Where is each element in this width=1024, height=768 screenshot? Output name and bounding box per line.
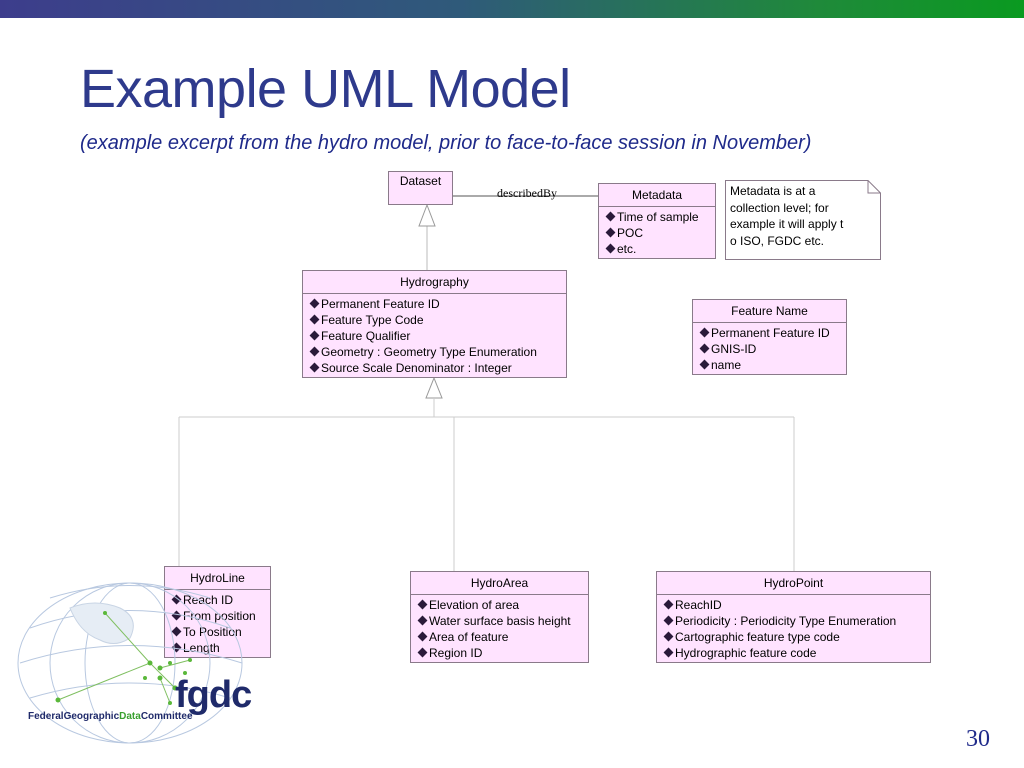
class-hydrography-name: Hydrography xyxy=(303,271,566,294)
class-attribute: POC xyxy=(605,225,715,241)
class-dataset: Dataset xyxy=(388,171,453,205)
attribute-diamond-icon xyxy=(417,615,428,626)
class-attribute: To Position xyxy=(171,624,270,640)
attribute-diamond-icon xyxy=(605,227,616,238)
attribute-diamond-icon xyxy=(417,599,428,610)
class-attribute: Area of feature xyxy=(417,629,588,645)
class-attribute: Geometry : Geometry Type Enumeration xyxy=(309,344,566,360)
class-hydroarea-name: HydroArea xyxy=(411,572,588,595)
class-feature-name: Feature Name Permanent Feature ID GNIS-I… xyxy=(692,299,847,375)
attribute-diamond-icon xyxy=(417,631,428,642)
generalization-arrowhead-dataset xyxy=(418,203,436,227)
attribute-diamond-icon xyxy=(309,362,320,373)
attribute-diamond-icon xyxy=(309,314,320,325)
attribute-diamond-icon xyxy=(417,647,428,658)
attribute-diamond-icon xyxy=(663,647,674,658)
class-attribute: Periodicity : Periodicity Type Enumerati… xyxy=(663,613,930,629)
class-attribute: Time of sample xyxy=(605,209,715,225)
attribute-diamond-icon xyxy=(663,599,674,610)
class-hydroline-name: HydroLine xyxy=(165,567,270,590)
class-dataset-name: Dataset xyxy=(399,174,442,188)
class-feature-name-name: Feature Name xyxy=(693,300,846,323)
class-metadata-name: Metadata xyxy=(599,184,715,207)
class-attribute: etc. xyxy=(605,241,715,257)
page-number: 30 xyxy=(966,726,990,752)
attribute-diamond-icon xyxy=(699,327,710,338)
fgdc-globe-logo xyxy=(17,582,243,744)
note-shape xyxy=(725,180,881,260)
class-hydroarea: HydroArea Elevation of area Water surfac… xyxy=(410,571,589,663)
class-attribute: Feature Qualifier xyxy=(309,328,566,344)
class-attribute: Permanent Feature ID xyxy=(699,325,846,341)
generalization-arrowhead-hydrography xyxy=(425,376,443,399)
class-hydropoint: HydroPoint ReachID Periodicity : Periodi… xyxy=(656,571,931,663)
attribute-diamond-icon xyxy=(309,330,320,341)
attribute-diamond-icon xyxy=(605,211,616,222)
class-attribute: Water surface basis height xyxy=(417,613,588,629)
slide-title: Example UML Model xyxy=(80,59,571,119)
association-label: describedBy xyxy=(497,186,557,200)
attribute-diamond-icon xyxy=(663,615,674,626)
class-attribute: GNIS-ID xyxy=(699,341,846,357)
class-attribute: Reach ID xyxy=(171,592,270,608)
uml-note: Metadata is at a collection level; for e… xyxy=(725,180,881,260)
class-attribute: Length xyxy=(171,640,270,656)
attribute-diamond-icon xyxy=(663,631,674,642)
slide-subtitle: (example excerpt from the hydro model, p… xyxy=(80,132,812,154)
class-attribute: Feature Type Code xyxy=(309,312,566,328)
top-gradient-bar xyxy=(0,0,1024,18)
attribute-diamond-icon xyxy=(699,359,710,370)
attribute-diamond-icon xyxy=(605,243,616,254)
class-attribute: Permanent Feature ID xyxy=(309,296,566,312)
class-attribute: Cartographic feature type code xyxy=(663,629,930,645)
fgdc-logo-text: FederalGeographicDataCommittee xyxy=(28,711,193,722)
class-attribute: Hydrographic feature code xyxy=(663,645,930,661)
class-attribute: Source Scale Denominator : Integer xyxy=(309,360,566,376)
class-metadata: Metadata Time of sample POC etc. xyxy=(598,183,716,259)
attribute-diamond-icon xyxy=(309,298,320,309)
class-attribute: Elevation of area xyxy=(417,597,588,613)
note-text: Metadata is at a collection level; for e… xyxy=(730,184,844,248)
fgdc-logo-mark: fgdc xyxy=(175,674,252,716)
attribute-diamond-icon xyxy=(699,343,710,354)
class-attribute: Region ID xyxy=(417,645,588,661)
class-attribute: ReachID xyxy=(663,597,930,613)
attribute-diamond-icon xyxy=(309,346,320,357)
class-hydropoint-name: HydroPoint xyxy=(657,572,930,595)
class-hydrography: Hydrography Permanent Feature ID Feature… xyxy=(302,270,567,378)
class-attribute: name xyxy=(699,357,846,373)
